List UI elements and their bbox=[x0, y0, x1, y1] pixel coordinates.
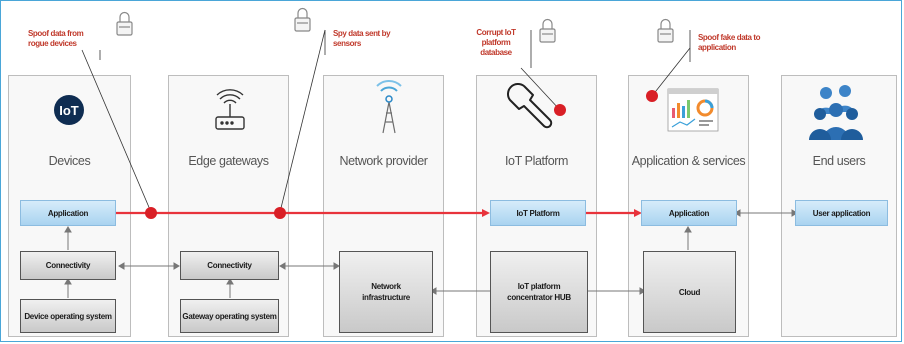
lock-icon bbox=[116, 11, 133, 36]
dashboard-icon bbox=[667, 88, 719, 132]
users-group-icon bbox=[809, 85, 863, 140]
attack-dot-platform bbox=[554, 104, 566, 116]
annotation-spoof-devices: Spoof data from rogue devices bbox=[28, 29, 84, 48]
lock-icon bbox=[657, 18, 674, 43]
annotation-leaders bbox=[81, 29, 691, 213]
platform-hub-box: IoT platform concentrator HUB bbox=[490, 251, 588, 333]
antenna-tower-icon bbox=[376, 80, 402, 134]
column-title-application-services: Application & services bbox=[631, 154, 746, 168]
column-title-network-provider: Network provider bbox=[339, 154, 428, 168]
annotation-spoof-application: Spoof fake data to application bbox=[698, 33, 761, 52]
connector-lines bbox=[64, 209, 798, 298]
iot-badge-text: IoT bbox=[59, 102, 79, 118]
column-title-devices: Devices bbox=[48, 154, 91, 168]
network-infrastructure-box: Network infrastructure bbox=[339, 251, 433, 333]
column-edge-gateways: Edge gateways bbox=[168, 75, 289, 337]
iot-badge-icon: IoT bbox=[54, 95, 84, 125]
column-title-end-users: End users bbox=[812, 154, 866, 168]
gateway-os-box: Gateway operating system bbox=[180, 299, 279, 333]
devices-application-box: Application bbox=[20, 200, 116, 226]
annotation-corrupt-database: Corrupt IoT platform database bbox=[476, 28, 516, 57]
wrench-icon bbox=[507, 83, 553, 129]
devices-connectivity-box: Connectivity bbox=[20, 251, 116, 280]
router-icon bbox=[215, 89, 245, 130]
app-application-box: Application bbox=[641, 200, 737, 226]
lock-icon bbox=[539, 18, 556, 43]
attack-points bbox=[145, 90, 658, 219]
annotation-spy-sensors: Spy data sent by sensors bbox=[333, 29, 391, 48]
devices-os-box: Device operating system bbox=[20, 299, 116, 333]
attack-dot-application bbox=[646, 90, 658, 102]
column-title-edge-gateways: Edge gateways bbox=[188, 154, 269, 168]
attack-path bbox=[116, 209, 642, 217]
column-title-iot-platform: IoT Platform bbox=[504, 154, 569, 168]
gateway-connectivity-box: Connectivity bbox=[180, 251, 279, 280]
platform-iot-box: IoT Platform bbox=[490, 200, 586, 226]
lock-icon bbox=[294, 7, 311, 32]
user-application-box: User application bbox=[795, 200, 888, 226]
app-cloud-box: Cloud bbox=[643, 251, 736, 333]
attack-dot-devices bbox=[145, 207, 157, 219]
attack-dot-gateways bbox=[274, 207, 286, 219]
